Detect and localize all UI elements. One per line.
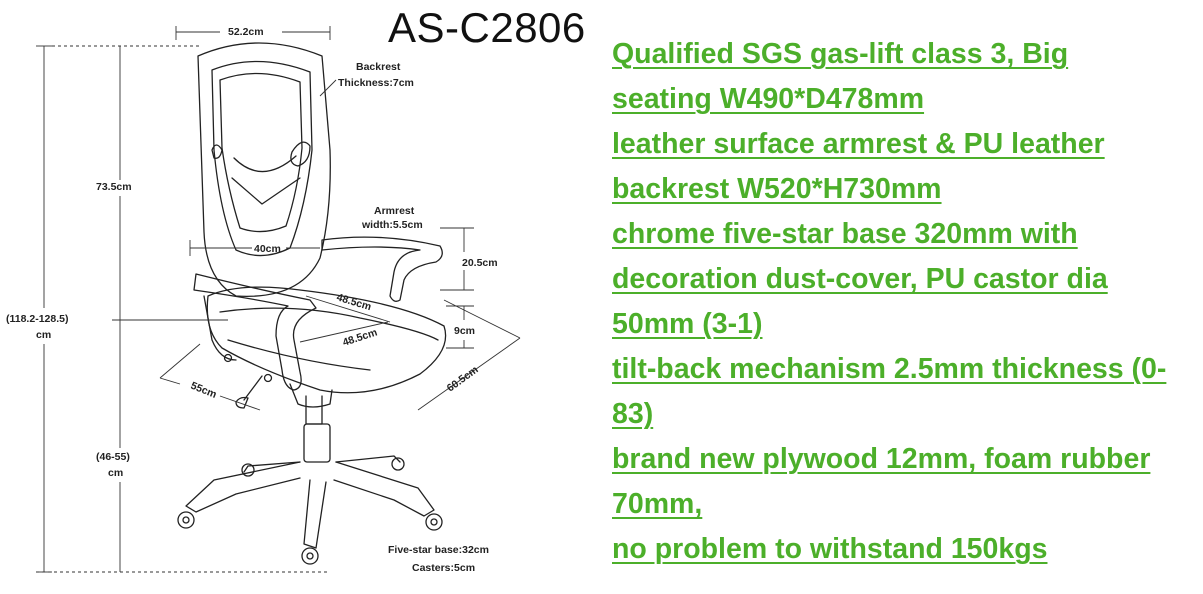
seat-height-label-2: cm — [108, 467, 123, 479]
model-title: AS-C2806 — [388, 4, 586, 51]
spec-line: leather surface armrest & PU leather — [612, 128, 1105, 160]
chair-backrest — [197, 42, 331, 297]
overall-width-label: 60.5cm — [445, 364, 481, 395]
dimension-labels: 52.2cm Backrest Thickness:7cm 73.5cm (11… — [6, 26, 498, 574]
backrest-height-label: 73.5cm — [96, 181, 132, 193]
spec-line: seating W490*D478mm — [612, 83, 925, 115]
dimension-lines — [36, 26, 521, 573]
armrest-width-label-2: width:5.5cm — [361, 219, 423, 231]
backrest-thickness-label-1: Backrest — [356, 61, 401, 73]
seat-width-label: 48.5cm — [335, 291, 373, 313]
chair-armrests — [193, 236, 443, 391]
spec-line: tilt-back mechanism 2.5mm thickness (0- — [612, 353, 1167, 385]
seat-thickness-label: 9cm — [454, 325, 475, 337]
spec-line: no problem to withstand 150kgs — [612, 533, 1048, 565]
spec-line: decoration dust-cover, PU castor dia — [612, 263, 1108, 295]
seat-depth-label: 48.5cm — [341, 326, 379, 348]
chair-gas-lift — [235, 375, 333, 463]
spec-list: Qualified SGS gas-lift class 3, Big seat… — [612, 32, 1202, 572]
chair-base — [177, 455, 443, 565]
spec-line: brand new plywood 12mm, foam rubber — [612, 443, 1151, 475]
total-height-label-1: (118.2-128.5) — [6, 313, 68, 325]
base-size-label: Five-star base:32cm — [388, 544, 489, 556]
spec-line: 70mm, — [612, 488, 703, 520]
armrest-height-label: 20.5cm — [462, 257, 498, 269]
chair-seat — [206, 286, 447, 394]
spec-line: 50mm (3-1) — [612, 308, 763, 340]
lumbar-width-label: 40cm — [254, 243, 281, 255]
armrest-width-label-1: Armrest — [374, 205, 415, 217]
chair-dimension-diagram: 52.2cm Backrest Thickness:7cm 73.5cm (11… — [6, 26, 521, 574]
spec-line: chrome five-star base 320mm with — [612, 218, 1078, 250]
overall-depth-label: 55cm — [189, 380, 218, 401]
total-height-label-2: cm — [36, 329, 51, 341]
spec-line: backrest W520*H730mm — [612, 173, 942, 205]
spec-line: 83) — [612, 398, 654, 430]
casters-size-label: Casters:5cm — [412, 562, 475, 574]
backrest-width-label: 52.2cm — [228, 26, 264, 38]
backrest-thickness-label-2: Thickness:7cm — [338, 77, 414, 89]
seat-height-label-1: (46-55) — [96, 451, 130, 463]
spec-line: Qualified SGS gas-lift class 3, Big — [612, 38, 1069, 70]
